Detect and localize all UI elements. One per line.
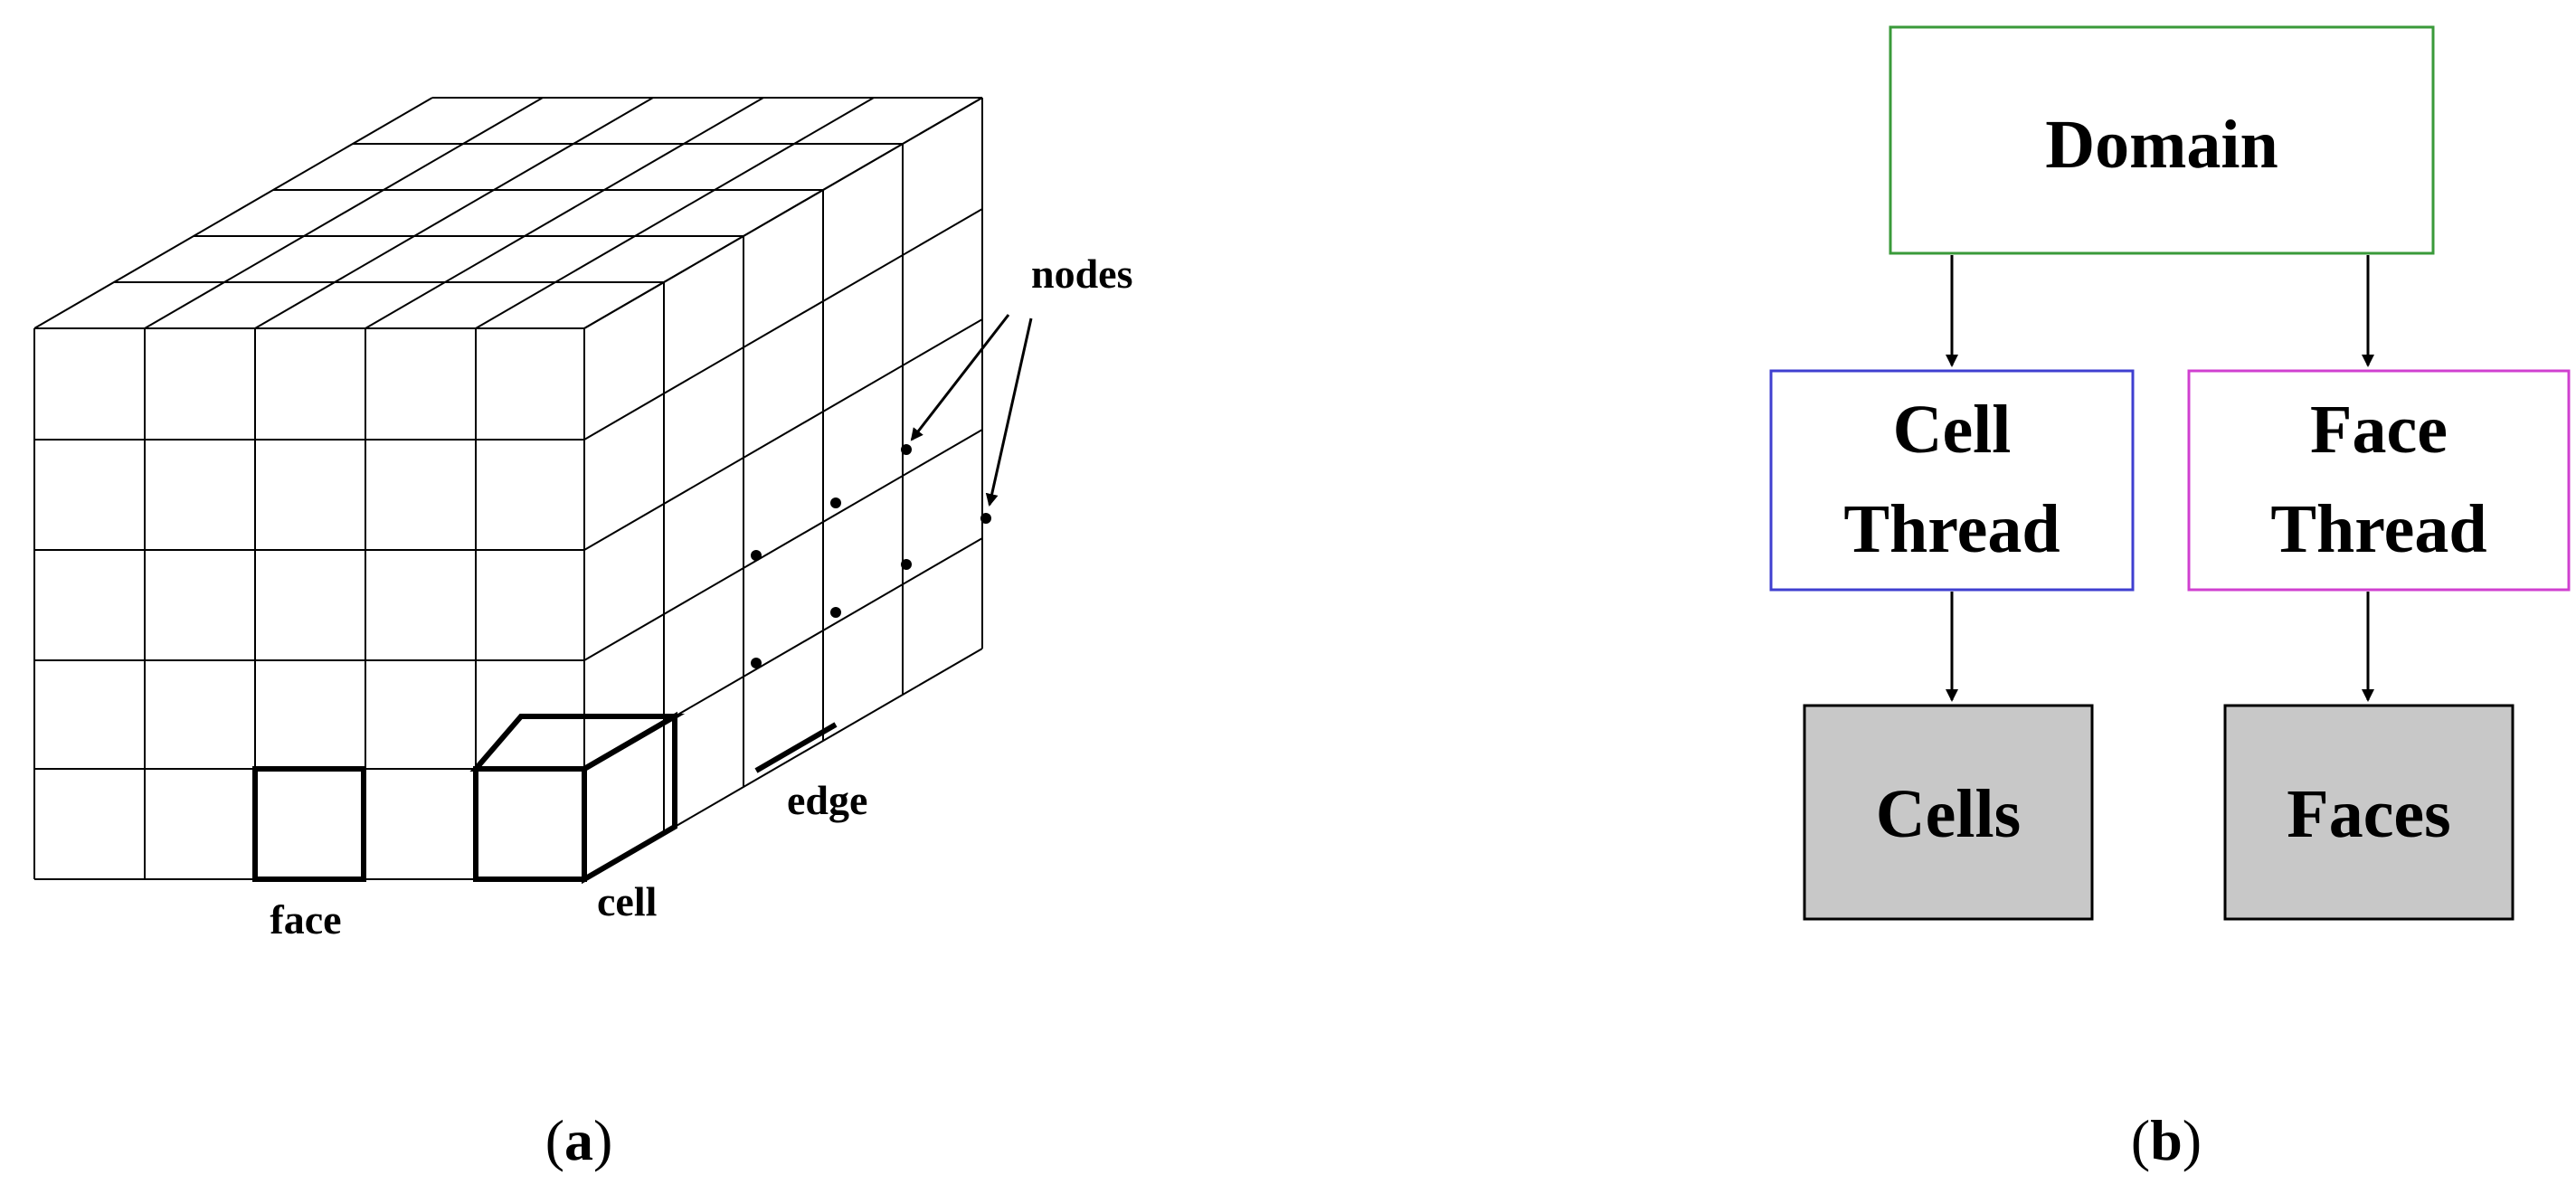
- node-points: [751, 444, 991, 668]
- cells-label: Cells: [1876, 776, 2021, 852]
- mesh-grid: [33, 97, 983, 880]
- node-point: [751, 550, 762, 561]
- nodes-arrow: [985, 317, 1033, 507]
- mesh-line: [583, 318, 983, 551]
- node-point: [751, 658, 762, 668]
- node-point: [901, 559, 912, 570]
- node-point: [830, 498, 841, 508]
- mesh-line: [583, 208, 983, 441]
- cell-thread-label-line2: Thread: [1843, 491, 2060, 567]
- mesh-line: [475, 97, 875, 329]
- hierarchy-panel: Domain Cell Thread Face Thread Cells Fac…: [1769, 25, 2571, 1172]
- nodes-arrow: [910, 314, 1010, 441]
- edge-label: edge: [787, 777, 867, 823]
- mesh-panel: nodes edge face cell (a): [33, 97, 1132, 1172]
- cell-label: cell: [597, 878, 657, 924]
- cell-thread-label-line1: Cell: [1893, 392, 2012, 468]
- mesh-line: [583, 429, 983, 661]
- faces-label: Faces: [2287, 776, 2450, 852]
- domain-box: Domain: [1889, 25, 2435, 255]
- node-point: [901, 444, 912, 455]
- cell-highlight: [469, 711, 686, 885]
- face-thread-label-line2: Thread: [2270, 491, 2486, 567]
- panel-b-caption: (b): [2131, 1108, 2202, 1172]
- node-point: [830, 607, 841, 618]
- mesh-line: [583, 97, 983, 329]
- mesh-line: [33, 97, 433, 329]
- face-thread-box: Face Thread: [2187, 369, 2571, 592]
- domain-label: Domain: [2045, 107, 2278, 183]
- nodes-label: nodes: [1031, 251, 1132, 297]
- cells-box: Cells: [1803, 704, 2094, 921]
- faces-box: Faces: [2223, 704, 2514, 921]
- face-thread-label-line1: Face: [2310, 392, 2448, 468]
- edge-highlight: [754, 722, 838, 773]
- panel-a-caption: (a): [545, 1108, 613, 1172]
- face-label: face: [270, 896, 341, 943]
- mesh-line: [365, 97, 764, 329]
- face-highlight: [252, 766, 366, 882]
- node-point: [980, 513, 991, 524]
- cell-thread-box: Cell Thread: [1769, 369, 2135, 592]
- mesh-line: [254, 97, 654, 329]
- mesh-line: [144, 97, 544, 329]
